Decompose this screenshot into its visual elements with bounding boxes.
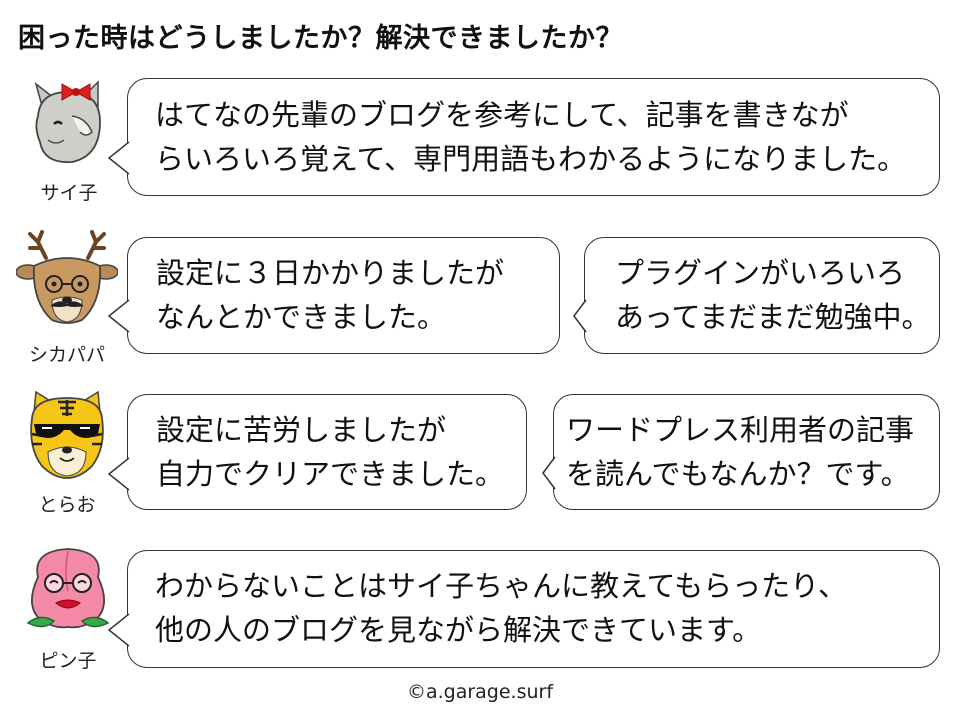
speech-text: 設定に３日かかりましたが なんとかできました。 [156, 256, 505, 334]
tiger-sunglasses-icon [30, 390, 104, 479]
speech-bubble: 設定に苦労しましたが 自力でクリアできました。 [127, 394, 527, 510]
speech-text: はてなの先輩のブログを参考にして、記事を書きなが らいろいろ覚えて、専門用語もわ… [155, 98, 907, 176]
speaker-name: サイ子 [40, 182, 98, 204]
speaker-name: とらお [38, 494, 96, 516]
speech-text: プラグインがいろいろ あってまだまだ勉強中。 [615, 256, 931, 334]
speech-bubble: はてなの先輩のブログを参考にして、記事を書きなが らいろいろ覚えて、専門用語もわ… [127, 78, 940, 196]
speech-bubble-tail [107, 613, 130, 647]
speech-bubble-tail [542, 456, 556, 490]
speech-bubble: プラグインがいろいろ あってまだまだ勉強中。 [584, 237, 940, 354]
speech-bubble: ワードプレス利用者の記事 を読んでもなんか？です。 [553, 394, 940, 510]
speech-bubble-tail [573, 299, 587, 333]
speaker-name: ピン子 [39, 650, 97, 672]
copyright-footer: ©a.garage.surf [406, 681, 554, 703]
speech-bubble-tail [107, 299, 130, 333]
speech-text: ワードプレス利用者の記事 を読んでもなんか？です。 [566, 413, 915, 491]
speech-text: 設定に苦労しましたが 自力でクリアできました。 [156, 413, 505, 491]
speech-bubble-tail [107, 141, 130, 175]
deer-dad-icon [16, 230, 118, 324]
speaker-name: シカパパ [28, 344, 105, 366]
peach-girl-icon [26, 548, 110, 629]
speech-bubble: わからないことはサイ子ちゃんに教えてもらったり、 他の人のブログを見ながら解決で… [127, 550, 940, 668]
speech-bubble: 設定に３日かかりましたが なんとかできました。 [127, 237, 560, 354]
rhino-girl-icon [34, 80, 101, 164]
speech-text: わからないことはサイ子ちゃんに教えてもらったり、 他の人のブログを見ながら解決で… [155, 569, 847, 647]
page-title: 困った時はどうしましたか？解決できましたか？ [18, 23, 623, 54]
speech-bubble-tail [107, 457, 130, 491]
